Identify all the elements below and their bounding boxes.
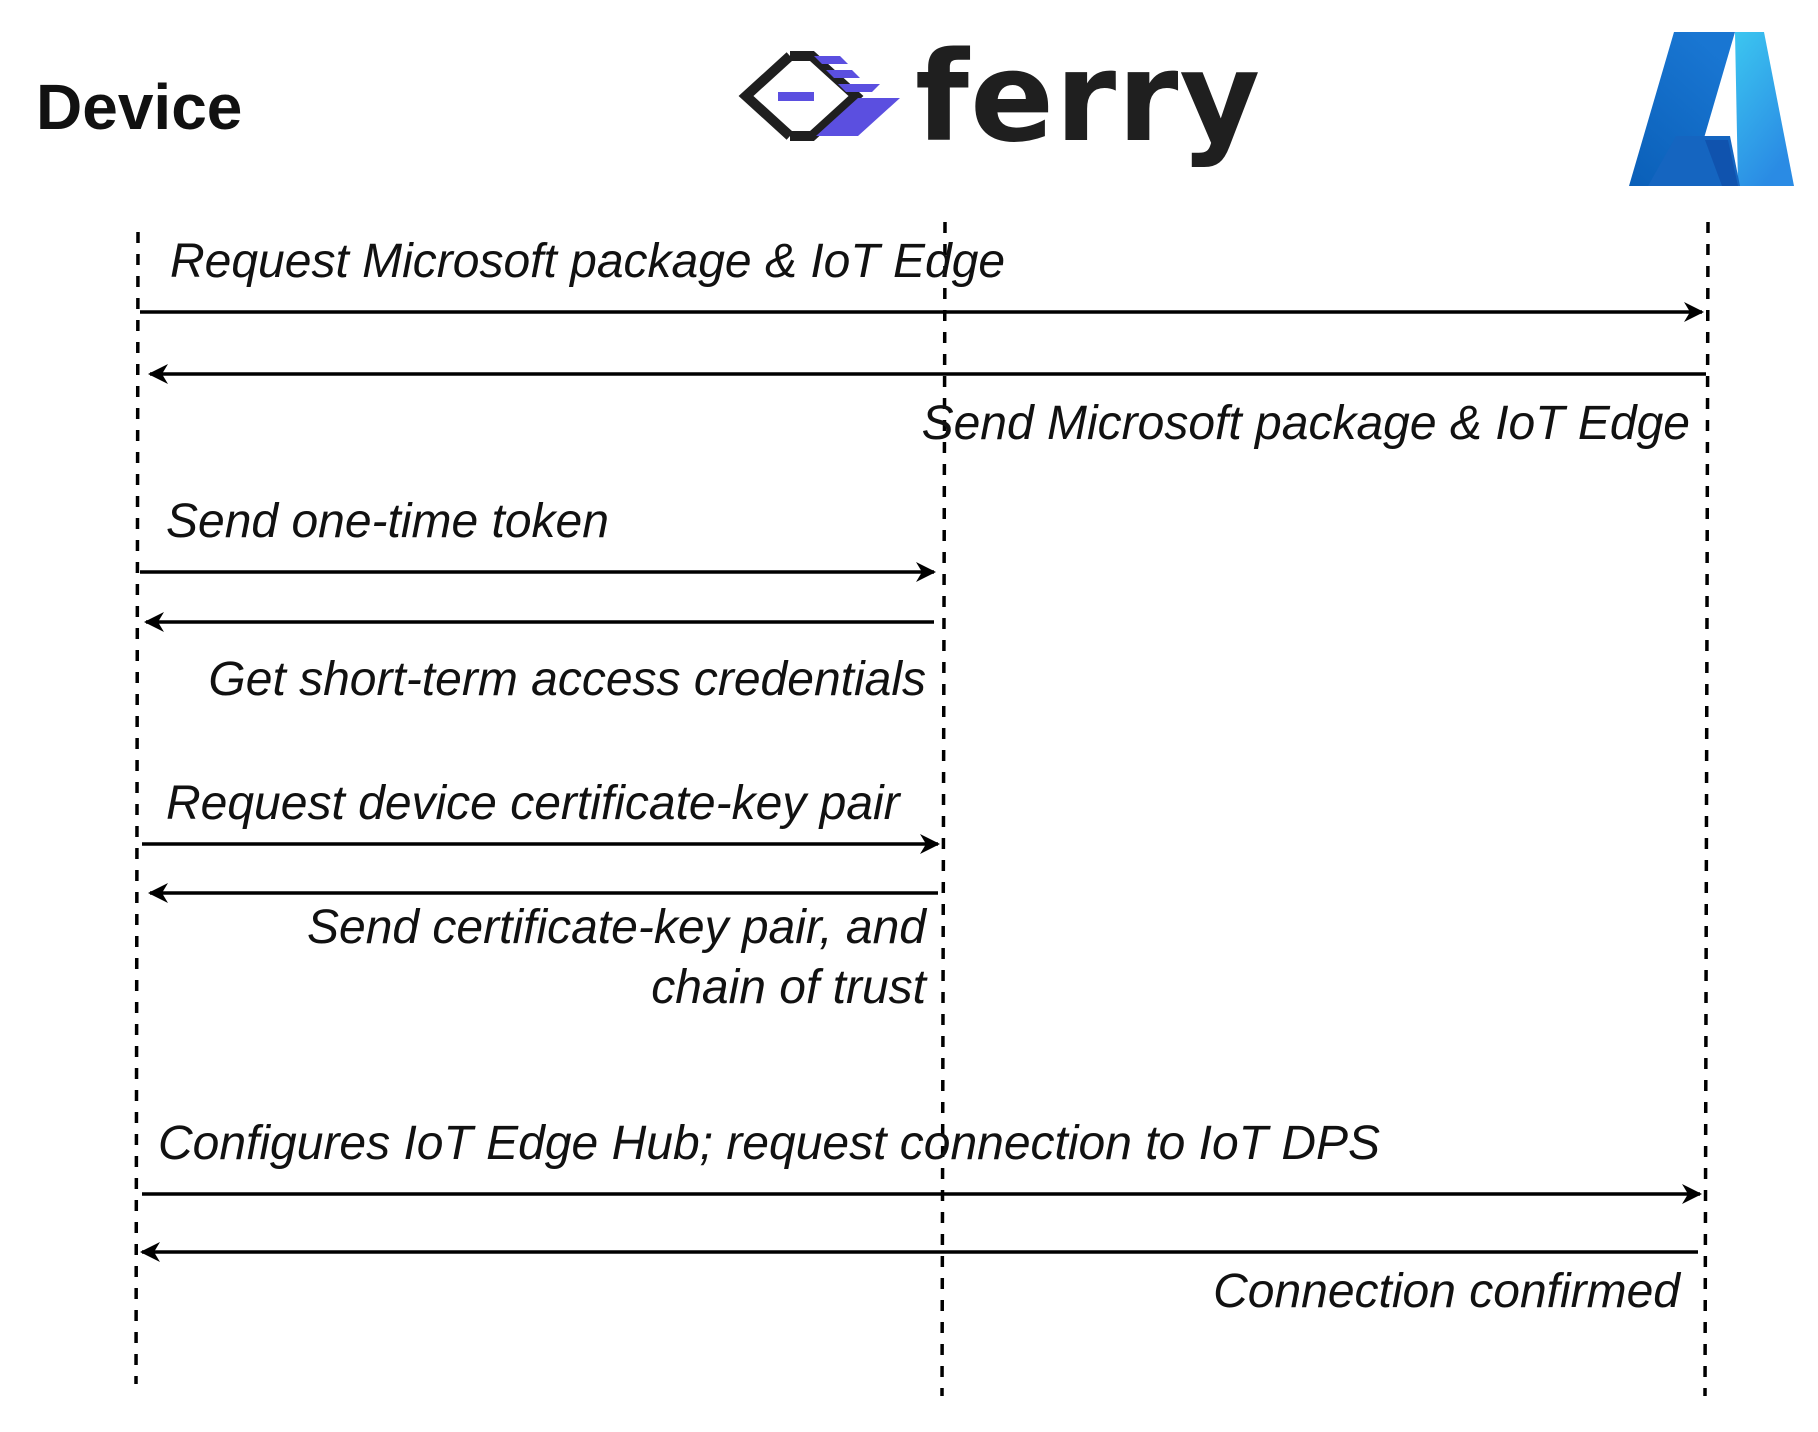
ferry-logo-wordmark: ferry	[915, 26, 1262, 170]
device-lifeline	[134, 231, 140, 1385]
ferry-logo-icon	[738, 51, 900, 141]
message-label-2: Send Microsoft package & IoT Edge	[921, 397, 1690, 450]
message-label-8: Connection confirmed	[1213, 1265, 1680, 1318]
device-participant-label: Device	[36, 71, 243, 143]
message-label-4: Get short-term access credentials	[208, 653, 926, 706]
message-label-5: Request device certificate-key pair	[166, 777, 900, 830]
message-label-7: Configures IoT Edge Hub; request connect…	[158, 1117, 1381, 1170]
message-label-6-line-2: chain of trust	[651, 961, 926, 1014]
ferry-lifeline	[940, 221, 947, 1397]
message-label-3: Send one-time token	[166, 495, 609, 548]
azure-lifeline	[1703, 221, 1710, 1397]
message-label-6-line-1: Send certificate-key pair, and	[306, 901, 926, 954]
azure-logo-icon	[1629, 32, 1794, 186]
message-label-1: Request Microsoft package & IoT Edge	[170, 235, 1006, 288]
